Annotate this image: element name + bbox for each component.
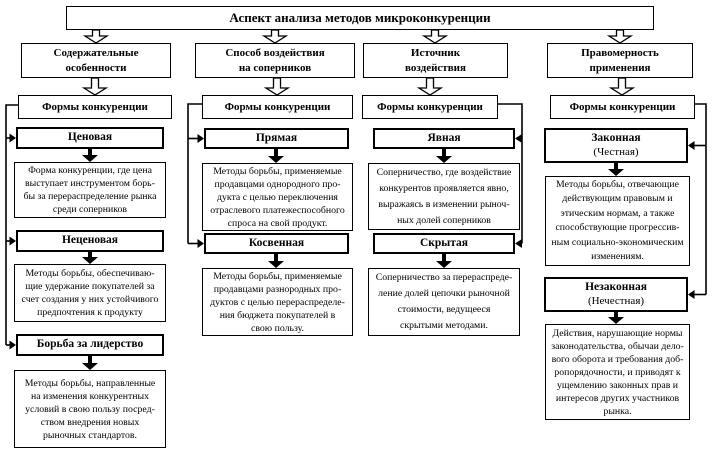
column3-connector-line <box>498 103 523 244</box>
description-explicit: Соперничество, где воздействие конкурент… <box>368 163 520 230</box>
down-arrow-icon <box>82 29 634 44</box>
heading-legal: Законная (Честная) <box>544 128 688 163</box>
forms-box-influence-method: Формы конкуренции <box>202 95 353 119</box>
heading-hidden: Скрытая <box>373 233 515 254</box>
heading-label: Борьба за лидерство <box>36 338 144 351</box>
heading-direct: Прямая <box>204 128 349 149</box>
header-label: Способ воздействия на соперников <box>225 47 325 74</box>
column1-connector-line <box>5 104 18 346</box>
heading-sublabel: (Честная) <box>593 145 639 158</box>
description-illegal: Действия, нарушающие нормы законодательс… <box>545 324 690 420</box>
heading-price: Ценовая <box>16 127 164 149</box>
header-influence-source: Источник воздействия <box>363 43 508 78</box>
heading-label: Незаконная <box>585 281 647 293</box>
description-non-price: Методы борьбы, обеспечиваю- щие удержани… <box>14 264 166 322</box>
forms-label: Формы конкуренции <box>377 101 483 113</box>
forms-box-legality: Формы конкуренции <box>550 95 695 119</box>
description-text: Действия, нарушающие нормы законодательс… <box>551 327 684 417</box>
heading-non-price: Неценовая <box>16 230 164 252</box>
heading-indirect: Косвенная <box>204 233 349 254</box>
header-content-features: Содержательные особенности <box>21 43 171 78</box>
heading-label: Косвенная <box>248 236 305 249</box>
description-direct: Методы борьбы, применяемые продавцами од… <box>202 163 353 231</box>
forms-label: Формы конкуренции <box>42 101 148 113</box>
header-legality: Правомерность применения <box>547 43 693 78</box>
description-leadership: Методы борьбы, направленные на изменения… <box>14 370 166 448</box>
header-label: Содержательные особенности <box>53 47 139 74</box>
heading-label: Законная <box>591 132 641 144</box>
heading-label: Прямая <box>255 131 298 144</box>
column4-connector-line <box>694 103 707 296</box>
description-text: Соперничество, где воздействие конкурент… <box>376 166 512 226</box>
header-influence-method: Способ воздействия на соперников <box>195 43 355 78</box>
heading-label: Неценовая <box>61 234 119 247</box>
description-price: Форма конкуренции, где цена выступает ин… <box>14 162 166 218</box>
heading-explicit: Явная <box>373 128 515 149</box>
forms-label: Формы конкуренции <box>569 101 676 113</box>
heading-leadership: Борьба за лидерство <box>16 334 164 356</box>
header-label: Правомерность применения <box>581 47 659 74</box>
heading-label: Ценовая <box>67 131 113 144</box>
heading-label: Скрытая <box>419 236 469 249</box>
diagram-title: Аспект анализа методов микроконкуренции <box>229 10 491 25</box>
description-text: Форма конкуренции, где цена выступает ин… <box>23 165 157 215</box>
arrow-right-icon <box>9 133 16 350</box>
description-indirect: Методы борьбы, применяемые продавцами ра… <box>202 268 353 336</box>
arrow-down-icon <box>82 149 624 370</box>
description-text: Методы борьбы, направленные на изменения… <box>24 377 156 441</box>
arrow-left-icon <box>515 134 522 248</box>
forms-box-content-features: Формы конкуренции <box>18 95 172 119</box>
description-hidden: Соперничество за перераспреде- ление дол… <box>368 268 520 336</box>
description-text: Методы борьбы, обеспечиваю- щие удержани… <box>21 268 159 318</box>
description-text: Методы борьбы, применяемые продавцами ра… <box>210 270 345 334</box>
heading-sublabel: (Нечестная) <box>587 294 645 307</box>
arrow-left-icon <box>688 141 695 299</box>
description-text: Методы борьбы, отвечающие действующим пр… <box>551 178 684 263</box>
heading-label: Явная <box>427 131 461 144</box>
forms-box-influence-source: Формы конкуренции <box>362 95 498 119</box>
description-legal: Методы борьбы, отвечающие действующим пр… <box>545 176 690 266</box>
diagram-title-box: Аспект анализа методов микроконкуренции <box>66 6 654 30</box>
forms-label: Формы конкуренции <box>224 101 331 113</box>
description-text: Методы борьбы, применяемые продавцами од… <box>210 165 345 229</box>
heading-illegal: Незаконная (Нечестная) <box>544 277 688 312</box>
arrow-right-icon <box>197 134 204 248</box>
header-label: Источник воздействия <box>405 47 466 74</box>
column2-connector-line <box>187 103 202 245</box>
description-text: Соперничество за перераспреде- ление дол… <box>375 272 513 331</box>
down-arrow-icon <box>81 77 636 96</box>
